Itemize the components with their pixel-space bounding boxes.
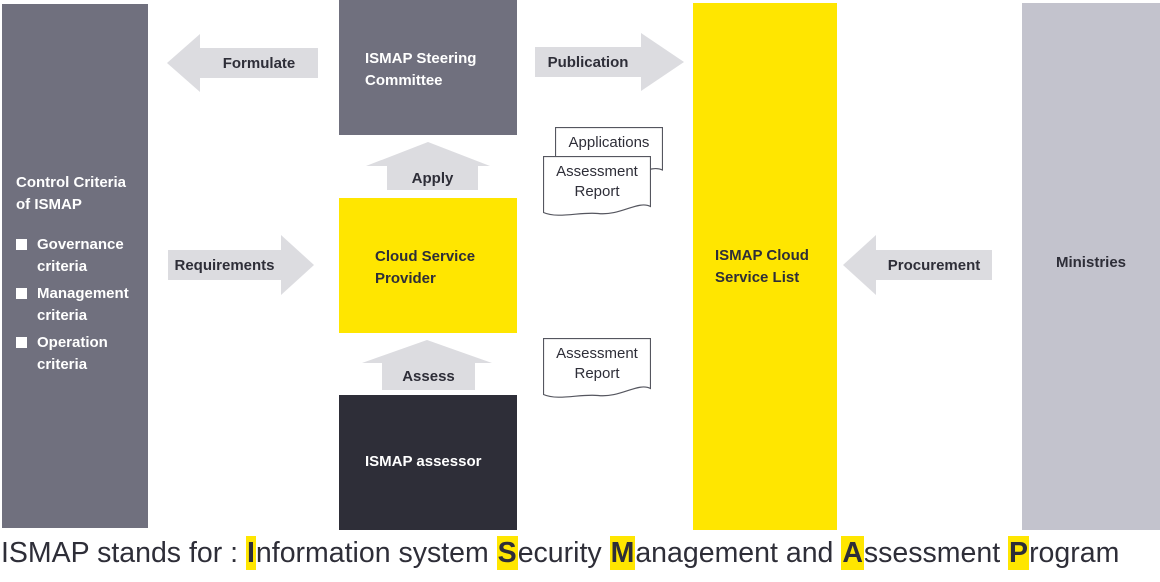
ministries-box: Ministries bbox=[1022, 3, 1160, 530]
square-bullet-icon bbox=[16, 239, 27, 250]
caption-segment: rogram bbox=[1029, 537, 1120, 569]
criteria-item-label: Operation criteria bbox=[37, 334, 108, 373]
criteria-item-management: Management criteria bbox=[16, 283, 141, 327]
assessment-report-document-top: Assessment Report bbox=[543, 156, 651, 222]
procurement-arrowhead bbox=[843, 235, 876, 295]
cloud-service-provider-label: Cloud Service Provider bbox=[375, 248, 476, 287]
criteria-item-governance: Governance criteria bbox=[16, 234, 141, 278]
caption-segment: ecurity bbox=[517, 537, 610, 569]
caption-segment: ISMAP stands for : bbox=[1, 537, 246, 569]
caption-segment: nformation system bbox=[255, 537, 497, 569]
apply-arrow-label: Apply bbox=[387, 166, 478, 190]
criteria-item-label: Management criteria bbox=[37, 285, 129, 324]
caption-highlight-p: P bbox=[1008, 536, 1030, 570]
applications-document-label: Applications bbox=[568, 134, 650, 151]
caption-highlight-m: M bbox=[609, 536, 636, 570]
apply-arrowhead bbox=[366, 142, 490, 166]
publication-arrowhead bbox=[641, 33, 684, 91]
ismap-assessor-label: ISMAP assessor bbox=[365, 453, 482, 470]
publication-arrow-label: Publication bbox=[535, 47, 641, 77]
requirements-arrowhead bbox=[281, 235, 314, 295]
formulate-arrowhead bbox=[167, 34, 200, 92]
document-shape-icon bbox=[543, 338, 651, 398]
requirements-arrow-label: Requirements bbox=[168, 250, 281, 280]
assess-arrowhead bbox=[362, 340, 492, 363]
document-shape-icon bbox=[543, 156, 651, 216]
cloud-service-list-label: ISMAP Cloud Service List bbox=[715, 247, 809, 286]
ministries-label: Ministries bbox=[1055, 254, 1127, 271]
control-criteria-title: Control Criteria of ISMAP bbox=[16, 174, 127, 213]
steering-committee-box: ISMAP Steering Committee bbox=[339, 0, 517, 135]
assess-arrow-label: Assess bbox=[382, 363, 475, 390]
caption-segment: ssessment bbox=[863, 537, 1009, 569]
cloud-service-provider-box: Cloud Service Provider bbox=[339, 198, 517, 333]
steering-committee-label: ISMAP Steering Committee bbox=[365, 50, 477, 89]
ismap-assessor-box: ISMAP assessor bbox=[339, 395, 517, 530]
control-criteria-box: Control Criteria of ISMAP Governance cri… bbox=[2, 4, 148, 528]
formulate-arrow-label: Formulate bbox=[200, 48, 318, 78]
caption-highlight-s: S bbox=[496, 536, 518, 570]
square-bullet-icon bbox=[16, 288, 27, 299]
control-criteria-list: Governance criteria Management criteria … bbox=[16, 234, 141, 381]
caption-segment: anagement and bbox=[635, 537, 842, 569]
caption-highlight-i: I bbox=[246, 536, 256, 570]
criteria-item-operation: Operation criteria bbox=[16, 332, 141, 376]
square-bullet-icon bbox=[16, 337, 27, 348]
ismap-acronym-caption: ISMAP stands for : Information system Se… bbox=[1, 533, 1160, 573]
criteria-item-label: Governance criteria bbox=[37, 236, 124, 275]
procurement-arrow-label: Procurement bbox=[876, 250, 992, 280]
cloud-service-list-box: ISMAP Cloud Service List bbox=[693, 3, 837, 530]
caption-highlight-a: A bbox=[841, 536, 864, 570]
assessment-report-label: Assessment Report bbox=[556, 345, 638, 382]
assessment-report-label: Assessment Report bbox=[556, 163, 638, 200]
assessment-report-document-bottom: Assessment Report bbox=[543, 338, 651, 404]
